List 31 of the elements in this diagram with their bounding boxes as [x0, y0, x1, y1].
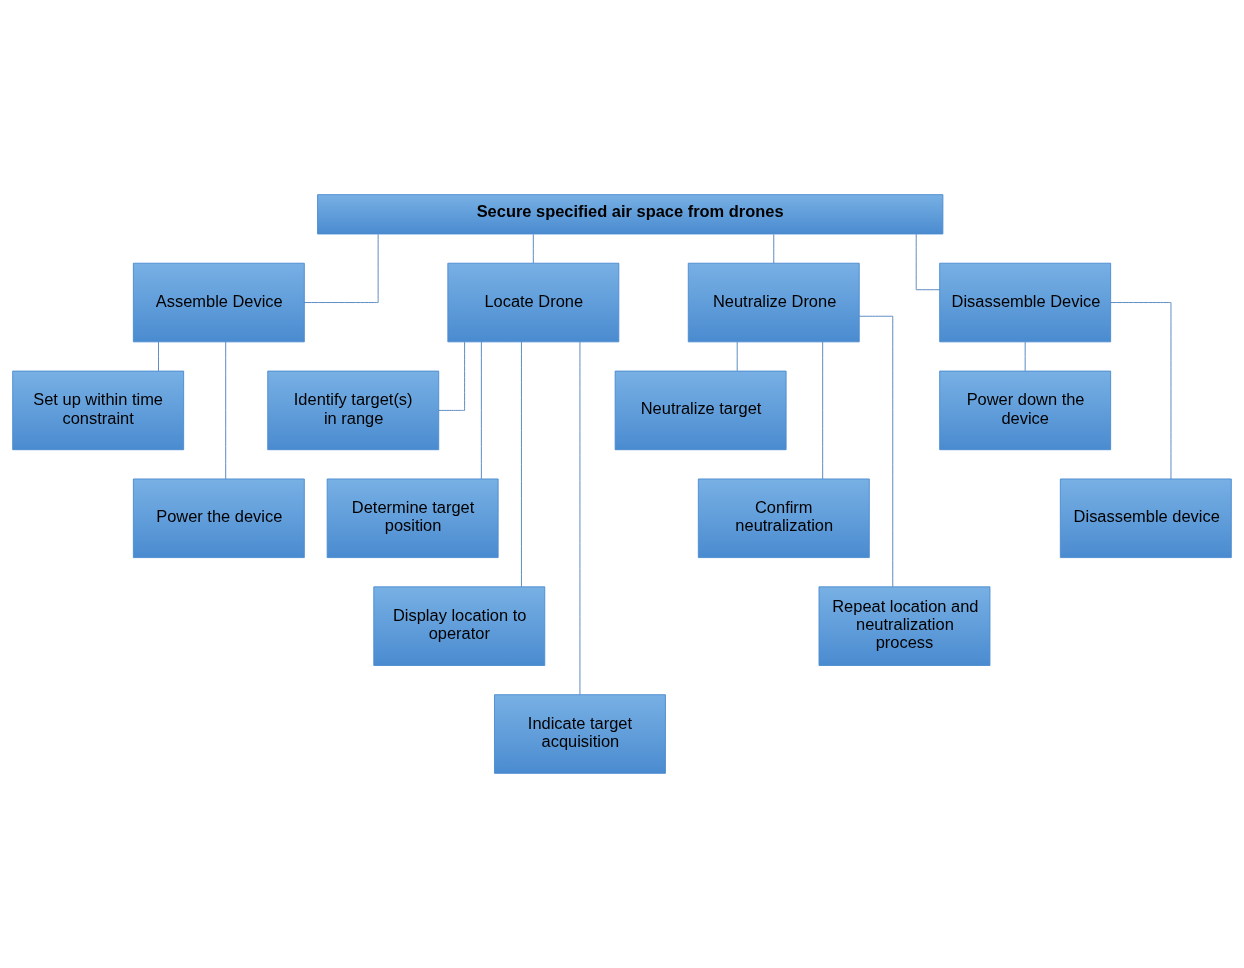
- connector: [438, 341, 466, 411]
- connector: [579, 341, 581, 695]
- node-box: Confirm neutralization: [697, 478, 870, 559]
- node-box: Secure specified air space from drones: [317, 194, 944, 235]
- node-box: Identify target(s) in range: [267, 370, 440, 451]
- connector: [915, 233, 941, 291]
- connector: [480, 341, 482, 480]
- connector: [532, 233, 534, 264]
- node-box: Neutralize target: [614, 370, 787, 451]
- connector: [158, 341, 159, 372]
- connector: [773, 233, 775, 264]
- connector: [521, 341, 522, 588]
- node-box: Set up within time constraint: [12, 370, 185, 451]
- connector: [736, 341, 738, 372]
- node-box: Locate Drone: [447, 262, 620, 343]
- node-box: Power the device: [132, 478, 305, 559]
- node-box: Display location to operator: [373, 586, 546, 666]
- connector: [822, 341, 824, 480]
- node-box: Determine target position: [326, 478, 499, 559]
- node-box: Repeat location and neutralization process: [818, 586, 991, 666]
- node-box: Neutralize Drone: [687, 262, 860, 343]
- connector: [225, 341, 227, 480]
- node-box: Disassemble Device: [939, 262, 1112, 343]
- connector: [1024, 341, 1026, 372]
- node-box: Assemble Device: [132, 262, 305, 343]
- connector: [858, 315, 894, 588]
- node-box: Indicate target acquisition: [494, 694, 666, 774]
- node-box: Power down the device: [939, 370, 1112, 451]
- node-box: Disassemble device: [1059, 478, 1232, 559]
- connector: [1110, 302, 1172, 480]
- connector: [303, 233, 379, 303]
